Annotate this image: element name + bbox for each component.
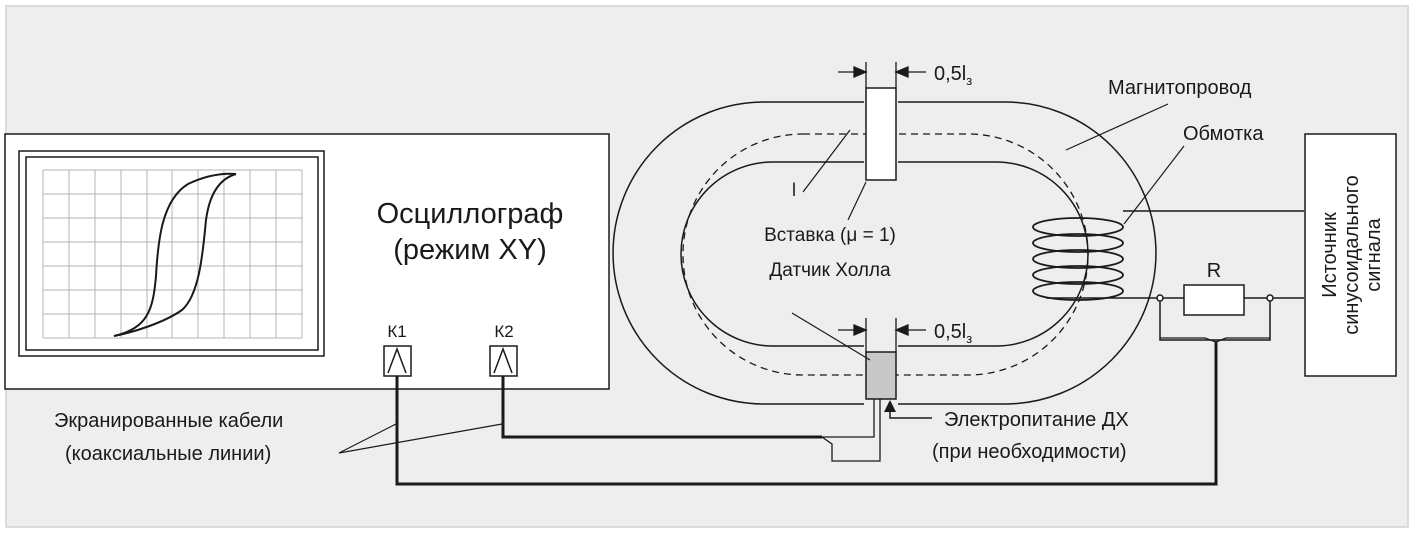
connector-k1[interactable]: [383, 345, 412, 377]
cables-label-line2: (коаксиальные линии): [65, 443, 271, 465]
insert-leader-line: [847, 181, 867, 221]
source-label-line3: сигнала: [1363, 217, 1385, 291]
power-label-line2: (при необходимости): [932, 441, 1127, 463]
core-outer-right: [898, 101, 1157, 405]
signal-source: [1304, 133, 1397, 377]
signal-source-text: Источник синусоидального сигнала: [1319, 175, 1385, 335]
node-right: [1266, 294, 1274, 302]
power-arrow: [884, 400, 932, 419]
length-leader-line: [802, 129, 851, 193]
gap-top-label: 0,5lз: [934, 63, 972, 88]
hysteresis-curve-lower: [113, 173, 237, 337]
connector-k2[interactable]: [489, 345, 518, 377]
cables-label-line1: Экранированные кабели: [54, 410, 283, 432]
source-wiring: [1046, 210, 1304, 341]
sensor-leads: [821, 337, 1270, 462]
core-label: Магнитопровод: [1108, 77, 1252, 99]
source-label-line2: синусоидального: [1341, 175, 1363, 335]
resistor: [1183, 284, 1245, 316]
gap-bottom-label: 0,5lз: [934, 321, 972, 346]
oscilloscope-grid: [42, 169, 303, 339]
power-label-line1: Электропитание ДХ: [944, 409, 1129, 431]
core-leader-line: [1065, 103, 1169, 151]
resistor-label: R: [1207, 260, 1221, 282]
cable-k1: [395, 342, 1218, 486]
winding-coil: [1032, 217, 1124, 301]
hall-sensor-leader-line: [791, 312, 871, 361]
gap-top-dimension: [838, 62, 926, 88]
connector-k1-icon: [387, 346, 407, 374]
channel-k1-label: К1: [387, 322, 406, 341]
oscilloscope-title: Осциллограф: [377, 198, 564, 230]
channel-k2-label: К2: [494, 322, 513, 341]
cable-k2: [501, 376, 822, 439]
winding-label: Обмотка: [1183, 123, 1264, 145]
connector-k2-icon: [493, 346, 513, 374]
gap-bottom-dimension: [838, 318, 926, 352]
oscilloscope-mode: (режим XY): [393, 234, 547, 266]
hall-sensor: [865, 351, 897, 400]
insert-label: Вставка (μ = 1): [764, 225, 896, 246]
cables-leader-lines: [338, 423, 503, 454]
core-inner-left: [680, 161, 864, 347]
node-left: [1156, 294, 1164, 302]
hysteresis-curve-upper: [113, 172, 237, 337]
coaxial-cables: [395, 342, 1218, 486]
hall-sensor-label: Датчик Холла: [769, 260, 891, 281]
length-label: l: [792, 180, 796, 200]
core-outer-left: [612, 101, 864, 405]
insert-block: [865, 87, 897, 181]
oscilloscope: Осциллограф (режим XY) К1 К2: [4, 133, 610, 390]
source-label-line1: Источник: [1319, 212, 1341, 298]
